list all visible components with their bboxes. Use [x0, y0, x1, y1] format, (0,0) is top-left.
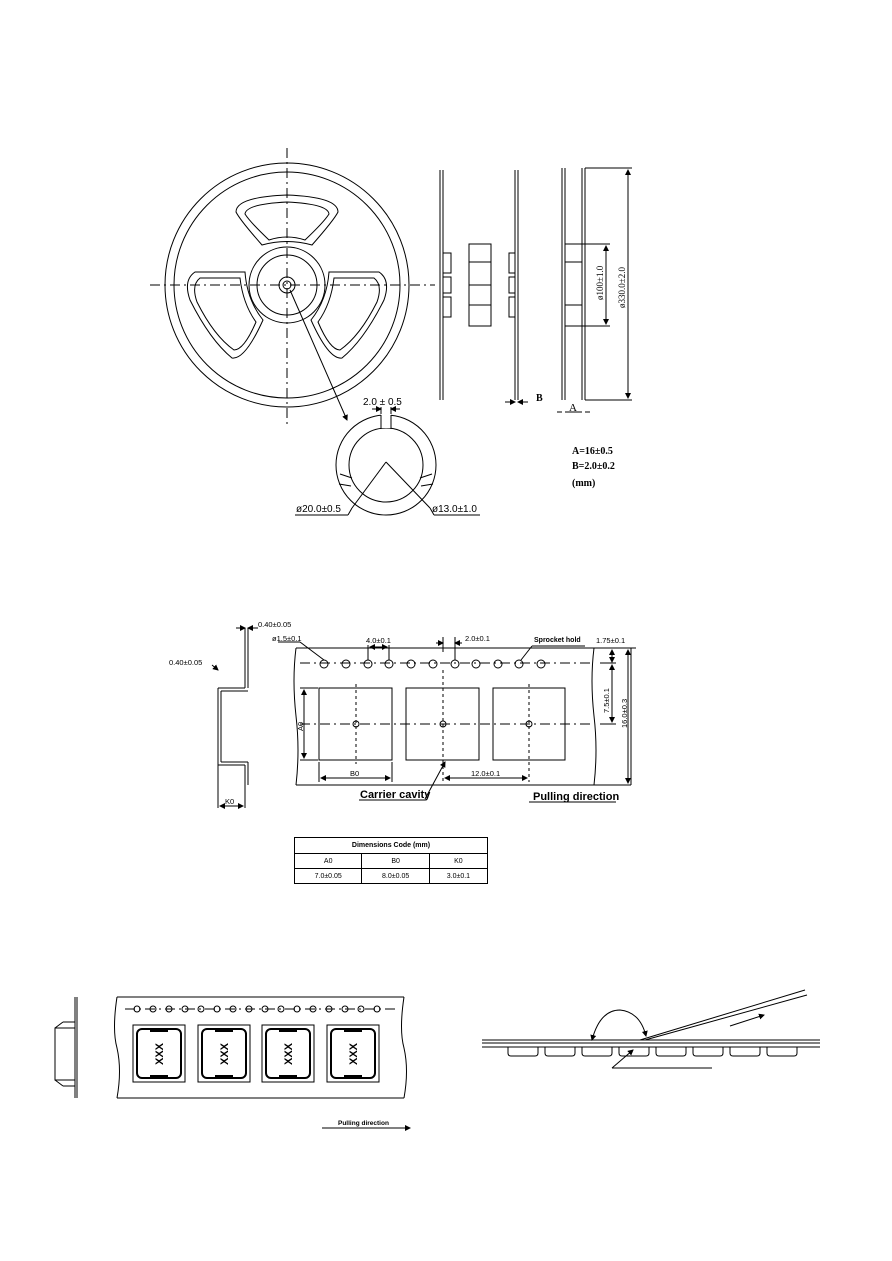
- hole-dia-dim: ø1.5±0.1: [272, 634, 302, 643]
- note-a: A=16±0.5: [572, 446, 613, 457]
- note-unit: (mm): [572, 478, 595, 489]
- table-header-a0: A0: [293, 853, 363, 869]
- table-title: Dimensions Code (mm): [294, 837, 488, 854]
- reel-b-label: B: [536, 393, 543, 404]
- k0-dim: K0: [225, 797, 234, 806]
- table-value-k0: 3.0±0.1: [428, 868, 489, 884]
- reel-front-view: [150, 148, 435, 425]
- tape-side-profile: 0.40±0.05 0.40±0.05 K0: [169, 620, 291, 809]
- hole-pitch-dim: 4.0±0.1: [366, 636, 391, 645]
- arbor-inner-dim: ø13.0±1.0: [432, 504, 477, 515]
- component-marking: XXX: [219, 1042, 231, 1065]
- sprocket-label: Sprocket hold: [534, 637, 581, 644]
- b0-dim: B0: [350, 769, 359, 778]
- component-marking: XXX: [348, 1042, 360, 1065]
- thick-side-dim: 0.40±0.05: [169, 658, 202, 667]
- reel-a-label: A: [569, 402, 577, 414]
- hub-dia-dim: ø100±1.0: [595, 265, 605, 300]
- loaded-sprocket-holes: [133, 1005, 381, 1013]
- loaded-component-2: XXX: [197, 1024, 251, 1083]
- cavity-pitch-dim: 12.0±0.1: [471, 769, 500, 778]
- loaded-component-3: XXX: [261, 1024, 315, 1083]
- carrier-label: Carrier cavity: [360, 789, 431, 801]
- pitch-y-dim: 7.5±0.1: [602, 688, 611, 713]
- loaded-component-1: XXX: [132, 1024, 186, 1083]
- table-header-b0: B0: [361, 853, 430, 869]
- loaded-component-4: XXX: [326, 1024, 380, 1083]
- loaded-tape-side: [54, 997, 78, 1098]
- pulling-label: Pulling direction: [533, 791, 619, 803]
- sprocket-holes: [319, 659, 546, 669]
- tape-top-view: ø1.5±0.1 4.0±0.1 2.0±0.1 Sprocket hold 1…: [272, 634, 636, 803]
- carrier-cavities: [318, 670, 566, 782]
- reel-side-view-1: [439, 170, 452, 400]
- table-value-b0: 8.0±0.05: [361, 868, 430, 884]
- loaded-tape-top: XXX XXX XXX XXX Pulling direction: [114, 996, 411, 1131]
- thick-top-dim: 0.40±0.05: [258, 620, 291, 629]
- reel-dia-dim: ø330.0±2.0: [617, 267, 627, 308]
- hole-to-cavity-dim: 2.0±0.1: [465, 634, 490, 643]
- arbor-detail: 2.0 ± 0.5 ø20.0±0.5 ø13.0±1.0: [295, 397, 480, 516]
- table-header-k0: K0: [428, 853, 489, 869]
- reel-hub-view: [468, 243, 492, 327]
- reel-side-view-2: B: [505, 170, 543, 405]
- width-dim: 16.0±0.3: [620, 699, 629, 728]
- component-marking: XXX: [283, 1042, 295, 1065]
- edge-dim: 1.75±0.1: [596, 636, 625, 645]
- table-value-a0: 7.0±0.05: [293, 868, 363, 884]
- a0-dim: A0: [296, 722, 305, 731]
- reel-notes: A=16±0.5 B=2.0±0.2 (mm): [572, 446, 615, 489]
- peel-diagram: [482, 989, 820, 1069]
- arbor-outer-dim: ø20.0±0.5: [296, 504, 341, 515]
- dimensions-table: Dimensions Code (mm) A0 B0 K0 7.0±0.05 8…: [293, 837, 489, 884]
- loaded-pulling-label: Pulling direction: [338, 1120, 389, 1127]
- slot-dim: 2.0 ± 0.5: [363, 397, 402, 408]
- reel-side-view-3: A ø100±1.0 ø330.0±2.0: [557, 167, 632, 414]
- note-b: B=2.0±0.2: [572, 461, 615, 472]
- component-marking: XXX: [154, 1042, 166, 1065]
